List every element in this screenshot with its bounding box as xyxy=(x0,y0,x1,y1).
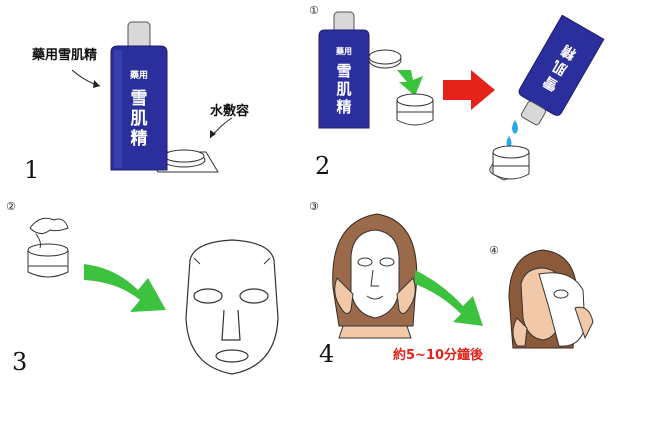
step-marker: ④ xyxy=(489,244,499,257)
svg-text:肌: 肌 xyxy=(336,80,351,98)
svg-text:藥用: 藥用 xyxy=(129,69,148,81)
case-label: 水敷容 xyxy=(210,104,250,119)
bottle-icon: 藥用 雪 肌 精 xyxy=(110,21,168,171)
step-number: 3 xyxy=(12,348,28,376)
step-number: 4 xyxy=(319,340,335,368)
panel-step-2: 藥用 雪 肌 精 xyxy=(303,0,660,190)
svg-text:精: 精 xyxy=(131,128,148,149)
panel1-illustration: 藥用 雪 肌 精 xyxy=(71,21,233,173)
cup-icon xyxy=(27,217,69,278)
woman-mask-icon xyxy=(332,213,418,339)
face-mask-icon xyxy=(185,239,279,375)
panel-step-3: ② 3 xyxy=(0,198,295,384)
bottle-icon: 藥用 雪 肌 精 xyxy=(318,11,370,129)
bottle-label: 藥用雪肌精 xyxy=(32,48,98,63)
red-arrow-icon xyxy=(443,70,495,110)
droplet-icon xyxy=(506,120,518,148)
svg-text:雪: 雪 xyxy=(131,89,148,109)
step-number: 2 xyxy=(315,152,331,180)
svg-text:肌: 肌 xyxy=(550,57,570,78)
panel4-illustration xyxy=(332,213,594,349)
panel3-illustration xyxy=(27,217,279,375)
step-marker: ① xyxy=(309,4,319,17)
svg-text:藥用: 藥用 xyxy=(335,46,352,56)
svg-text:精: 精 xyxy=(336,98,351,116)
panel2-illustration: 藥用 雪 肌 精 xyxy=(318,11,605,181)
cup-icon xyxy=(396,93,434,126)
step-marker: ③ xyxy=(309,200,319,213)
panel-step-1: 藥用 雪 肌 精 藥用雪肌精 水敷容 1 xyxy=(0,0,295,190)
green-arrow-icon xyxy=(84,264,166,312)
svg-text:肌: 肌 xyxy=(131,109,148,129)
cup-icon xyxy=(492,145,530,180)
panel-step-4: ③ ④ 約5~10分鐘後 4 xyxy=(303,198,660,384)
step-number: 1 xyxy=(24,156,40,184)
cotton-pad-icon xyxy=(368,49,402,69)
step-marker: ② xyxy=(6,200,16,213)
timing-note: 約5~10分鐘後 xyxy=(393,348,484,363)
green-arrow-icon xyxy=(397,70,423,96)
pointer-arrow-icon xyxy=(71,69,233,139)
svg-text:雪: 雪 xyxy=(336,62,351,80)
woman-peel-icon xyxy=(508,249,594,349)
green-arrow-icon xyxy=(415,270,483,326)
